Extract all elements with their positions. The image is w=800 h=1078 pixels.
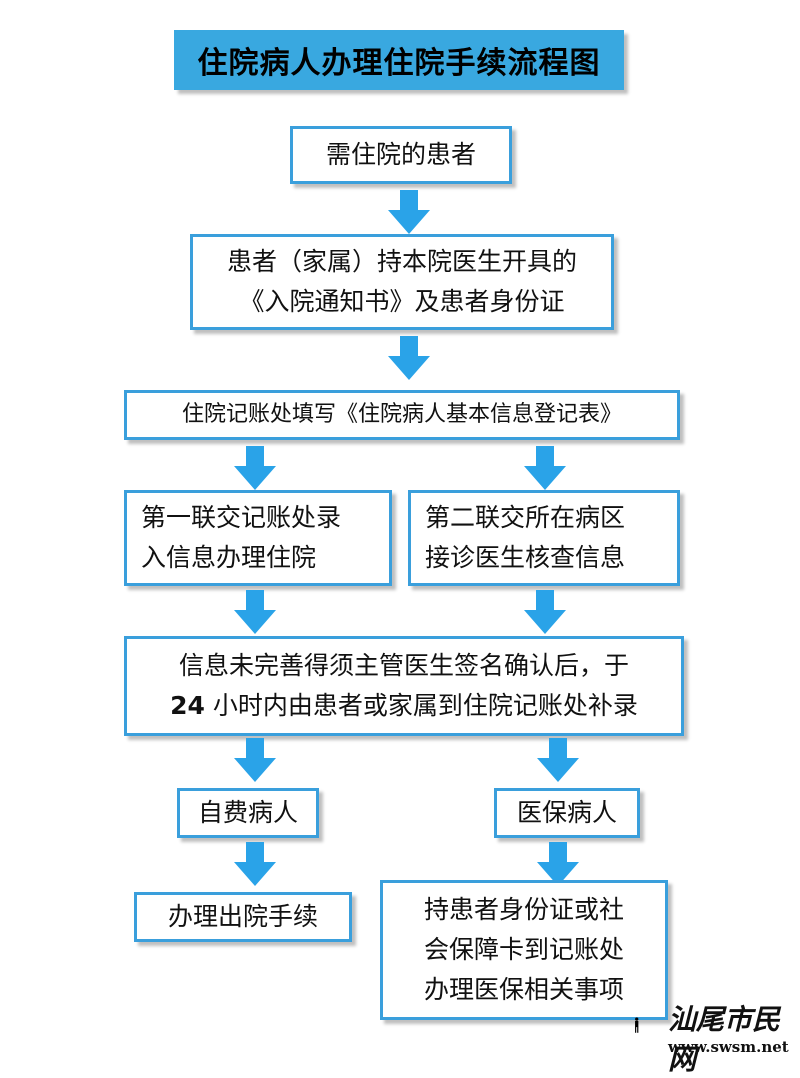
step-label: 需住院的患者: [325, 140, 476, 169]
down-arrow-icon: [388, 336, 430, 380]
step-label-line2: 小时内由患者或家属到住院记账处补录: [204, 691, 638, 720]
down-arrow-icon: [388, 190, 430, 234]
step-label: 医保病人: [516, 798, 617, 827]
step-label-line2: 《入院通知书》及患者身份证: [239, 287, 565, 316]
step-bring-admission-notice: 患者（家属）持本院医生开具的 《入院通知书》及患者身份证: [190, 234, 614, 330]
step-insured-patient: 医保病人: [494, 788, 640, 838]
step-label-line2: 会保障卡到记账处: [423, 935, 624, 964]
down-arrow-icon: [524, 446, 566, 490]
step-label-line2: 入信息办理住院: [141, 543, 317, 572]
step-insurance-matters: 持患者身份证或社 会保障卡到记账处 办理医保相关事项: [380, 880, 668, 1020]
step-fill-registration-form: 住院记账处填写《住院病人基本信息登记表》: [124, 390, 680, 440]
step-label-line1: 第二联交所在病区: [425, 503, 626, 532]
step-label: 自费病人: [197, 798, 298, 827]
step-label-line1: 第一联交记账处录: [141, 503, 342, 532]
down-arrow-icon: [234, 446, 276, 490]
down-arrow-icon: [234, 738, 276, 782]
step-discharge-procedure: 办理出院手续: [134, 892, 352, 942]
step-self-pay-patient: 自费病人: [177, 788, 319, 838]
step-label-line1: 信息未完善得须主管医生签名确认后，于: [178, 651, 629, 680]
person-silhouette-icon: [635, 1017, 639, 1033]
step-label-line1: 患者（家属）持本院医生开具的: [226, 247, 577, 276]
watermark-url: www.swsm.net: [668, 1038, 789, 1056]
down-arrow-icon: [234, 842, 276, 886]
step-hours-number: 24: [170, 691, 205, 720]
down-arrow-icon: [537, 842, 579, 886]
step-label-line1: 持患者身份证或社: [423, 895, 624, 924]
step-label: 住院记账处填写《住院病人基本信息登记表》: [181, 402, 622, 427]
step-copy1-accounting: 第一联交记账处录 入信息办理住院: [124, 490, 392, 586]
down-arrow-icon: [524, 590, 566, 634]
down-arrow-icon: [234, 590, 276, 634]
step-label-line2: 接诊医生核查信息: [425, 543, 626, 572]
down-arrow-icon: [537, 738, 579, 782]
step-copy2-ward-doctor: 第二联交所在病区 接诊医生核查信息: [408, 490, 680, 586]
step-patient-needs-admission: 需住院的患者: [290, 126, 512, 184]
step-supplement-info-24h: 信息未完善得须主管医生签名确认后，于 24 小时内由患者或家属到住院记账处补录: [124, 636, 684, 736]
step-label: 办理出院手续: [167, 902, 318, 931]
step-label-line3: 办理医保相关事项: [423, 975, 624, 1004]
page-title: 住院病人办理住院手续流程图: [174, 30, 624, 90]
